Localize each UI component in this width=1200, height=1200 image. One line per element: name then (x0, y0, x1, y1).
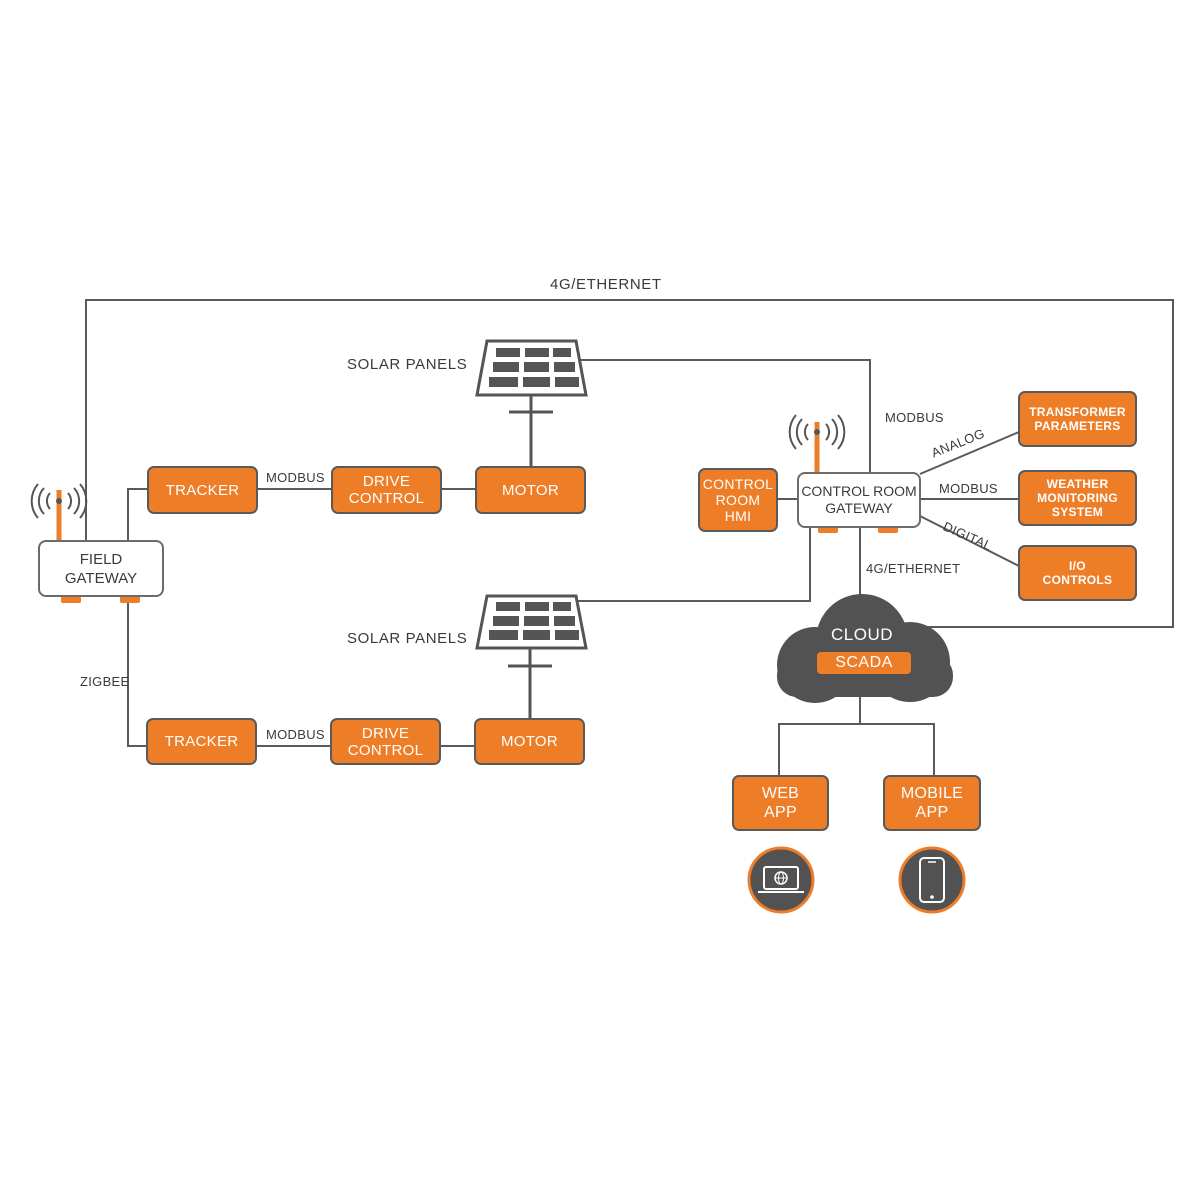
analog-line (919, 431, 1020, 475)
scada-badge: SCADA (817, 652, 911, 674)
solar-panels-top-label: SOLAR PANELS (347, 356, 468, 373)
mobile-app: MOBILE APP (883, 775, 981, 831)
digital-line (919, 515, 1020, 567)
ethernet-loop-line (85, 299, 1174, 628)
gateway-ports (61, 526, 898, 603)
cloud-title: CLOUD (830, 625, 893, 644)
motor-top: MOTOR (475, 466, 586, 514)
modbus-bottom-label: MODBUS (266, 727, 325, 742)
zigbee-label: ZIGBEE (80, 674, 130, 689)
smartphone-icon (898, 846, 966, 914)
solar-top-gateway-line (578, 359, 871, 473)
tracker-top: TRACKER (147, 466, 258, 514)
connector-lines (85, 299, 1174, 776)
cloud-shape (777, 594, 953, 703)
cloud-mobile-line (860, 723, 935, 776)
drive-control-bottom: DRIVE CONTROL (330, 718, 441, 765)
field-antenna-icon (30, 483, 88, 540)
solar-panel-top-icon (475, 339, 588, 470)
solar-bottom-gateway-line (578, 528, 811, 602)
modbus-weather-label: MODBUS (939, 481, 998, 496)
cloud-apps-line (778, 697, 861, 776)
io-controls: I/O CONTROLS (1018, 545, 1137, 601)
gateway-tracker-top-line (127, 488, 148, 540)
top-network-label: 4G/ETHERNET (550, 276, 662, 293)
solar-panel-bottom-icon (475, 594, 588, 718)
solar-panels-bottom-label: SOLAR PANELS (347, 630, 468, 647)
modbus-gateway-label: MODBUS (885, 410, 944, 425)
control-antenna-icon (788, 414, 846, 473)
control-room-hmi: CONTROL ROOM HMI (698, 468, 778, 532)
drive-control-top: DRIVE CONTROL (331, 466, 442, 514)
zigbee-line (127, 600, 148, 747)
weather-monitoring-system: WEATHER MONITORING SYSTEM (1018, 470, 1137, 526)
field-gateway: FIELD GATEWAY (38, 540, 164, 597)
tracker-bottom: TRACKER (146, 718, 257, 765)
modbus-top-label: MODBUS (266, 470, 325, 485)
web-app: WEB APP (732, 775, 829, 831)
cloud-network-label: 4G/ETHERNET (866, 561, 961, 576)
laptop-globe-icon (747, 846, 815, 914)
motor-bottom: MOTOR (474, 718, 585, 765)
control-room-gateway: CONTROL ROOM GATEWAY (797, 472, 921, 528)
transformer-parameters: TRANSFORMER PARAMETERS (1018, 391, 1137, 447)
